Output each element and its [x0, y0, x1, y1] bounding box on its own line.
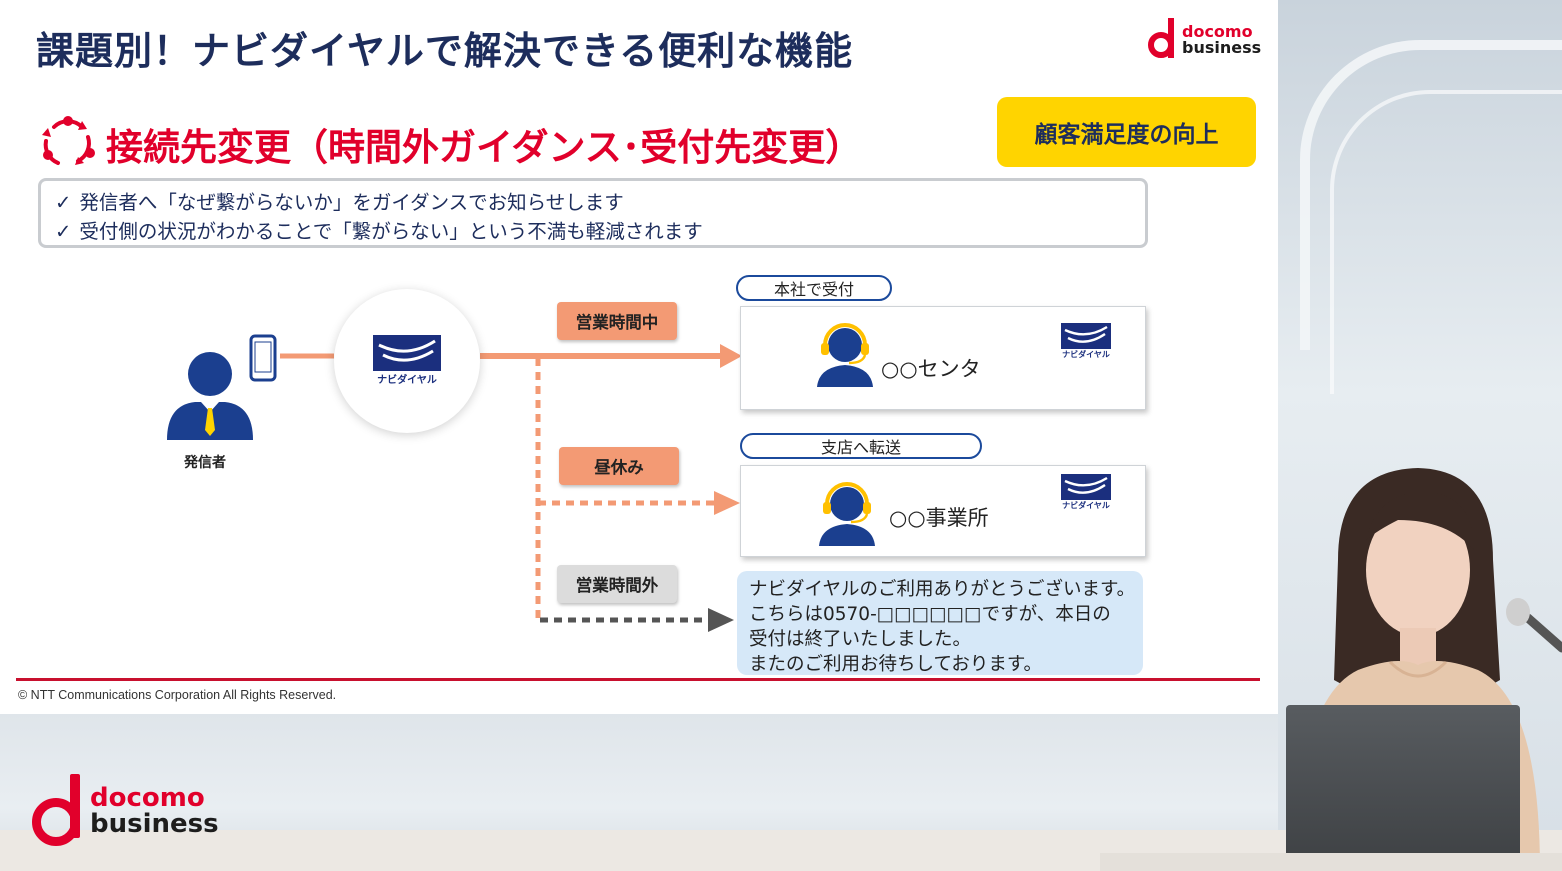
- backdrop-arch: [1300, 40, 1562, 350]
- branch-name: ○○事業所: [889, 506, 989, 530]
- route-arrowhead: [708, 608, 734, 632]
- backdrop-arch-inner: [1330, 90, 1562, 394]
- brand-line1: docomo: [90, 783, 205, 813]
- cycle-arrows-icon: [42, 116, 95, 165]
- brand-line2: business: [90, 809, 219, 839]
- hub-logo-text: ナビダイヤル: [377, 375, 437, 386]
- mini-logo-text: ナビダイヤル: [1062, 350, 1110, 359]
- navi-dial-hub: ナビダイヤル: [334, 289, 480, 433]
- routing-diagram: [280, 344, 742, 632]
- route-tag-lunch: 昼休み: [559, 447, 679, 485]
- route-arrowhead: [720, 344, 742, 368]
- presentation-slide: 課題別！ナビダイヤルで解決できる便利な機能 docomo business 顧客…: [0, 0, 1278, 714]
- stream-brand-logo: docomo business: [30, 770, 220, 850]
- checkmark-icon: ✓: [55, 220, 72, 243]
- route-arrowhead: [714, 491, 740, 515]
- brand-d-stem: [70, 774, 80, 838]
- guidance-line: ナビダイヤルのご利用ありがとうございます。: [749, 579, 1136, 600]
- desk: [1100, 853, 1562, 871]
- key-point-1: ✓ 発信者へ「なぜ繋がらないか」をガイダンスでお知らせします: [55, 186, 624, 215]
- branch-destination-box: ○○事業所 ナビダイヤル: [740, 465, 1146, 557]
- person-icon: [167, 352, 253, 440]
- footer-divider: [16, 678, 1260, 681]
- key-point-text: 発信者へ「なぜ繋がらないか」をガイダンスでお知らせします: [79, 191, 624, 214]
- guidance-line: またのご利用お待ちしております。: [749, 654, 1043, 675]
- guidance-line: 受付は終了いたしました。: [749, 629, 972, 650]
- brand-line2: business: [1182, 38, 1262, 57]
- navi-dial-logo: [373, 335, 441, 371]
- copyright: © NTT Communications Corporation All Rig…: [18, 688, 337, 702]
- guidance-message-box: ナビダイヤルのご利用ありがとうございます。 こちらは0570-□□□□□□ですが…: [737, 571, 1143, 675]
- navi-dial-logo: [1061, 474, 1111, 500]
- key-point-text: 受付側の状況がわかることで「繋がらない」という不満も軽減されます: [79, 220, 703, 243]
- operator-headset-icon: [819, 482, 875, 546]
- guidance-line: こちらは0570-□□□□□□ですが、本日の: [749, 604, 1111, 625]
- navi-dial-logo: [1061, 323, 1111, 349]
- operator-headset-icon: [817, 323, 873, 387]
- branch-pill: 支店へ転送: [740, 433, 982, 459]
- brand-line1: docomo: [1182, 22, 1253, 41]
- brand-d-stem: [1168, 18, 1174, 58]
- mini-logo-text: ナビダイヤル: [1062, 501, 1110, 510]
- hq-name: ○○センタ: [881, 357, 981, 381]
- benefit-badge: 顧客満足度の向上: [997, 97, 1256, 167]
- key-point-2: ✓ 受付側の状況がわかることで「繋がらない」という不満も軽減されます: [55, 215, 703, 244]
- checkmark-icon: ✓: [55, 191, 72, 214]
- smartphone-icon: [249, 334, 277, 382]
- section-title: 接続先変更（時間外ガイダンス･受付先変更）: [106, 126, 863, 169]
- hq-destination-box: ○○センタ ナビダイヤル: [740, 306, 1146, 410]
- key-points-box: ✓ 発信者へ「なぜ繋がらないか」をガイダンスでお知らせします ✓ 受付側の状況がわか…: [38, 178, 1148, 248]
- slide-brand-logo: docomo business: [1146, 18, 1261, 62]
- laptop: [1286, 705, 1520, 861]
- slide-title: 課題別！ナビダイヤルで解決できる便利な機能: [36, 29, 854, 73]
- hq-pill: 本社で受付: [736, 275, 892, 301]
- route-tag-business-hours: 営業時間中: [557, 302, 677, 340]
- caller-label: 発信者: [184, 455, 226, 471]
- route-tag-after-hours: 営業時間外: [557, 565, 677, 603]
